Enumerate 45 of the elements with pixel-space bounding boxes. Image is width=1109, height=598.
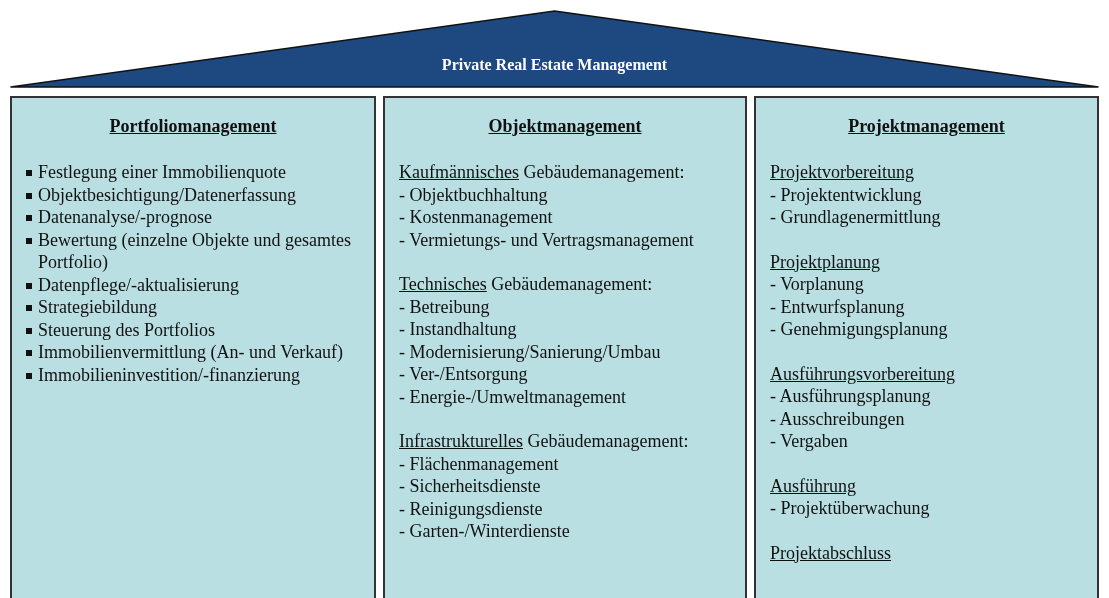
list-item: Datenpflege/-aktualisierung: [38, 273, 239, 296]
pillar-panel: [383, 96, 747, 598]
column-heading: Portfoliomanagement: [108, 116, 278, 137]
list-item: - Entwurfsplanung: [770, 295, 906, 318]
list-item: - Sicherheitsdienste: [399, 475, 542, 498]
list-item: Datenanalyse/-prognose: [38, 206, 212, 229]
pillar-panel: [754, 96, 1099, 598]
list-item: - Vermietungs- und Vertragsmanagement: [399, 228, 695, 251]
subheading: Ausführungsvorbereitung: [770, 362, 956, 385]
list-item: - Garten-/Winterdienste: [399, 520, 571, 543]
column-heading: Projektmanagement: [847, 116, 1006, 137]
pillar-panel: [10, 96, 376, 598]
list-item: - Ver-/Entsorgung: [399, 363, 529, 386]
list-item: - Projektüberwachung: [770, 497, 931, 520]
list-item: - Objektbuchhaltung: [399, 183, 549, 206]
subheading: Ausführung: [770, 474, 857, 497]
subheading: Projektvorbereitung: [770, 161, 915, 184]
subheading: Infrastrukturelles Gebäudemanagement:: [399, 430, 690, 453]
list-item: - Vorplanung: [770, 273, 865, 296]
list-item: - Energie-/Umweltmanagement: [399, 385, 628, 408]
list-item: - Vergaben: [770, 430, 849, 453]
list-item: - Betreibung: [399, 295, 491, 318]
list-item: - Ausführungsplanung: [770, 385, 932, 408]
subheading: Kaufmännisches Gebäudemanagement:: [399, 161, 686, 184]
list-item: - Projektentwicklung: [770, 183, 923, 206]
list-item: Immobilienvermittlung (An- und Verkauf): [38, 341, 344, 364]
subheading: Projektabschluss: [770, 541, 892, 564]
list-item: Festlegung einer Immobilienquote: [38, 161, 286, 184]
subheading: Projektplanung: [770, 250, 881, 273]
list-item: - Kostenmanagement: [399, 206, 554, 229]
column-heading: Objektmanagement: [487, 116, 643, 137]
list-item: Steuerung des Portfolios: [38, 318, 215, 341]
list-item: - Instandhaltung: [399, 318, 518, 341]
list-item: - Genehmigungsplanung: [770, 318, 949, 341]
list-item: - Reinigungsdienste: [399, 497, 544, 520]
list-item: - Ausschreibungen: [770, 407, 906, 430]
list-item: - Modernisierung/Sanierung/Umbau: [399, 340, 662, 363]
title-text: Private Real Estate Management: [440, 56, 669, 74]
list-item: Objektbesichtigung/Datenerfassung: [38, 183, 296, 206]
list-item: - Grundlagenermittlung: [770, 206, 942, 229]
list-item: Bewertung (einzelne Objekte und gesamtes Portfolio): [38, 228, 352, 274]
list-item: - Flächenmanagement: [399, 452, 560, 475]
subheading: Technisches Gebäudemanagement:: [399, 273, 654, 296]
list-item: Strategiebildung: [38, 296, 157, 319]
list-item: Immobilieninvestition/-finanzierung: [38, 363, 300, 386]
